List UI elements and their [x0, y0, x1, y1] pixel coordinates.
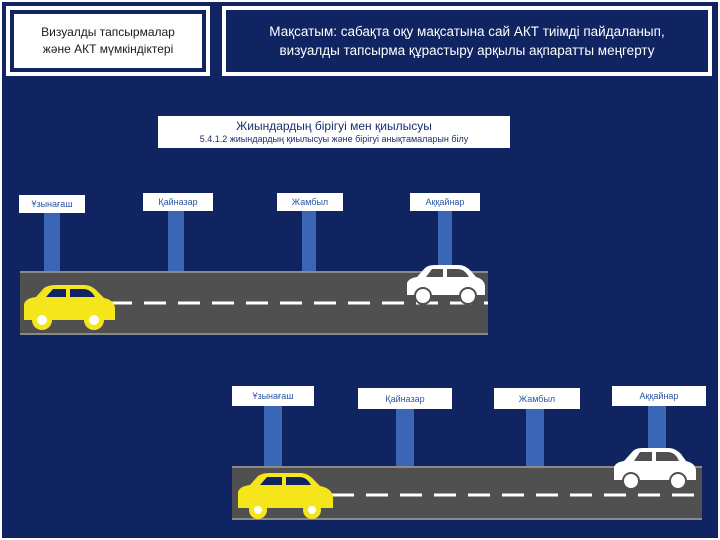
- topic-box: Визуалды тапсырмалар және АКТ мүмкіндікт…: [6, 6, 210, 76]
- sign-pole: [44, 213, 60, 273]
- topic-box-inner: Визуалды тапсырмалар және АКТ мүмкіндікт…: [10, 10, 206, 72]
- sign-pole: [526, 409, 544, 467]
- yellow-car-icon[interactable]: [236, 470, 336, 520]
- station-sign-uzynagash[interactable]: Ұзынағаш: [19, 195, 85, 213]
- sign-pole: [168, 211, 184, 273]
- station-sign-akkainar[interactable]: Аққайнар: [612, 386, 706, 406]
- station-sign-akkainar[interactable]: Аққайнар: [410, 193, 480, 211]
- goal-box: Мақсатым: сабақта оқу мақсатына сай АКТ …: [222, 6, 712, 76]
- station-sign-kainazar[interactable]: Қайназар: [143, 193, 213, 211]
- white-car-icon[interactable]: [612, 446, 698, 492]
- topic-line-2: және АКТ мүмкіндіктері: [42, 42, 174, 56]
- sign-label: Жамбыл: [518, 393, 556, 404]
- lesson-caption: Жиындардың бірігуі мен қиылысуы 5.4.1.2 …: [158, 116, 510, 148]
- goal-box-inner: Мақсатым: сабақта оқу мақсатына сай АКТ …: [226, 10, 708, 72]
- goal-line-2: визуалды тапсырма құрастыру арқылы ақпар…: [279, 43, 655, 58]
- sign-label: Ұзынағаш: [252, 391, 294, 401]
- sign-label: Қайназар: [385, 393, 425, 404]
- station-sign-uzynagash[interactable]: Ұзынағаш: [232, 386, 314, 406]
- sign-label: Жамбыл: [291, 197, 329, 207]
- station-sign-kainazar[interactable]: Қайназар: [358, 388, 452, 409]
- goal-line-1: Мақсатым: сабақта оқу мақсатына сай АКТ …: [269, 24, 665, 39]
- sign-pole: [396, 409, 414, 467]
- topic-line-1: Визуалды тапсырмалар: [41, 25, 175, 39]
- sign-label: Аққайнар: [425, 197, 465, 207]
- station-sign-zhambyl[interactable]: Жамбыл: [494, 388, 580, 409]
- sign-pole: [302, 211, 316, 273]
- sign-pole: [438, 210, 452, 273]
- caption-title: Жиындардың бірігуі мен қиылысуы: [236, 119, 432, 133]
- sign-label: Қайназар: [158, 197, 198, 207]
- station-sign-zhambyl[interactable]: Жамбыл: [277, 193, 343, 211]
- white-car-icon[interactable]: [405, 263, 487, 307]
- road-markings: [332, 493, 702, 497]
- sign-label: Аққайнар: [639, 391, 679, 401]
- sign-pole: [264, 405, 282, 467]
- sign-label: Ұзынағаш: [31, 199, 73, 209]
- caption-subtitle: 5.4.1.2 жиындардың қиылысуы және бірігуі…: [199, 134, 469, 144]
- yellow-car-icon[interactable]: [22, 282, 118, 332]
